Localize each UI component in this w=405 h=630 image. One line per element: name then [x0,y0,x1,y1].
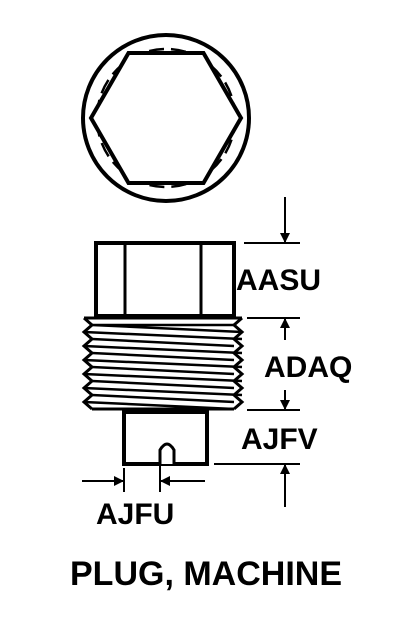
side-view [81,241,245,466]
outer-circle [81,33,251,203]
dimension-label-adaq: ADAQ [264,351,352,384]
threaded-section [81,316,245,411]
dimension-label-aasu: AASU [236,264,321,297]
dimension-label-ajfv: AJFV [241,423,318,456]
diagram-caption: PLUG, MACHINE [70,555,342,593]
hex-head [94,241,236,318]
thread-lines [83,323,243,411]
hexagon [88,51,244,185]
dimension-label-ajfu: AJFU [96,498,174,531]
pilot-slot [158,442,176,464]
top-view [81,33,251,203]
dimension-lines [82,197,300,507]
